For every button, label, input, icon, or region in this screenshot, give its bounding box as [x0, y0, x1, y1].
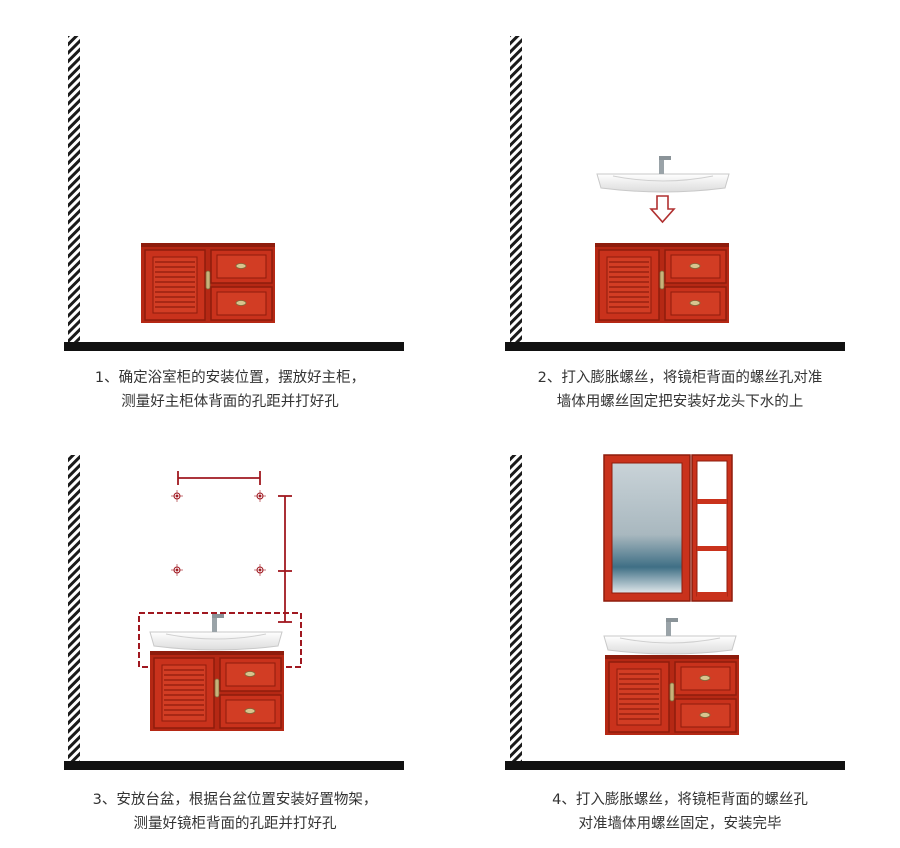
wall-hatch: [68, 36, 80, 342]
basin: [603, 617, 737, 655]
base-cabinet: [594, 242, 730, 324]
step-2-caption: 2、打入膨胀螺丝，将镜柜背面的螺丝孔对准 墙体用螺丝固定把安装好龙头下水的上: [475, 366, 885, 414]
drill-hole-marker: [253, 563, 267, 577]
base-cabinet: [140, 242, 276, 324]
basin: [149, 613, 283, 651]
wall-hatch: [510, 455, 522, 761]
drill-hole-marker: [170, 563, 184, 577]
floor-line: [505, 761, 845, 770]
floor-line: [64, 761, 404, 770]
panel-1: [64, 36, 404, 351]
wall-hatch: [68, 455, 80, 761]
wall-hatch: [510, 36, 522, 342]
drill-hole-marker: [253, 489, 267, 503]
step-3-caption: 3、安放台盆，根据台盆位置安装好置物架， 测量好镜柜背面的孔距并打好孔: [30, 788, 440, 836]
panel-4: [505, 454, 845, 770]
floor-line: [64, 342, 404, 351]
panel-3: [64, 455, 404, 770]
caption-line: 4、打入膨胀螺丝，将镜柜背面的螺丝孔: [552, 792, 808, 808]
down-arrow-icon: [649, 195, 676, 224]
caption-line: 墙体用螺丝固定把安装好龙头下水的上: [556, 394, 804, 410]
vertical-dimension: [278, 495, 292, 623]
caption-line: 2、打入膨胀螺丝，将镜柜背面的螺丝孔对准: [537, 370, 823, 386]
step-1-caption: 1、确定浴室柜的安装位置，摆放好主柜， 测量好主柜体背面的孔距并打好孔: [40, 366, 420, 414]
mirror-cabinet: [603, 454, 733, 602]
panel-2: [505, 36, 845, 351]
horizontal-dimension: [177, 471, 261, 485]
floor-line: [505, 342, 845, 351]
caption-line: 3、安放台盆，根据台盆位置安装好置物架，: [92, 792, 378, 808]
step-4-caption: 4、打入膨胀螺丝，将镜柜背面的螺丝孔 对准墙体用螺丝固定，安装完毕: [475, 788, 885, 836]
drill-hole-marker: [170, 489, 184, 503]
caption-line: 对准墙体用螺丝固定，安装完毕: [578, 816, 782, 832]
basin: [596, 155, 730, 193]
base-cabinet: [149, 650, 285, 732]
base-cabinet: [604, 654, 740, 736]
caption-line: 1、确定浴室柜的安装位置，摆放好主柜，: [94, 370, 366, 386]
caption-line: 测量好主柜体背面的孔距并打好孔: [121, 394, 339, 410]
caption-line: 测量好镜柜背面的孔距并打好孔: [133, 816, 337, 832]
